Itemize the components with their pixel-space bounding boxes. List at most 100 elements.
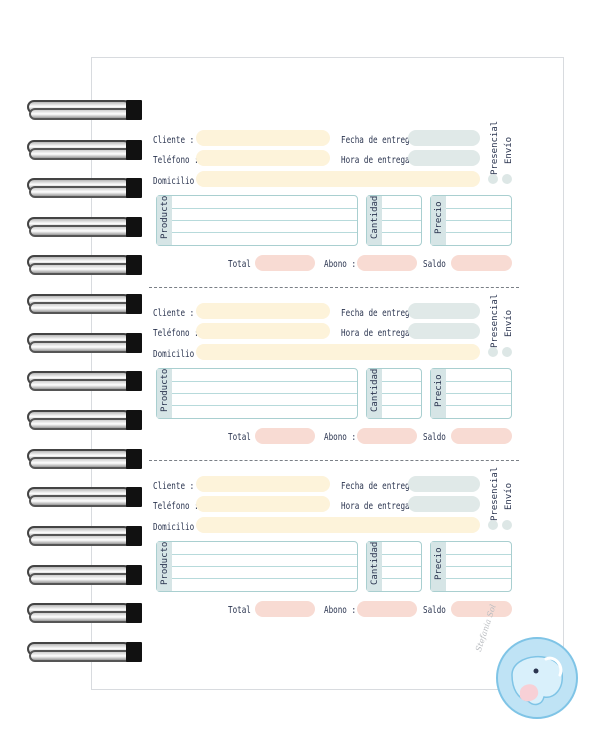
spiral-ring <box>27 333 145 355</box>
table-line <box>446 220 511 221</box>
presencial-label: Presencial <box>490 466 500 521</box>
domicilio-label: Domicilio : <box>153 349 204 360</box>
envio-label: Envío <box>504 309 514 337</box>
envio-label: Envío <box>504 482 514 510</box>
table-line <box>446 208 511 209</box>
telefono-field[interactable] <box>196 150 330 166</box>
saldo-field[interactable] <box>451 428 512 444</box>
domicilio-field[interactable] <box>196 517 480 533</box>
order-section: Cliente : Fecha de entrega Teléfono : Ho… <box>0 346 602 617</box>
ring-hole <box>126 100 142 120</box>
table-line <box>382 578 421 579</box>
table-line <box>382 566 421 567</box>
producto-header <box>157 196 172 245</box>
precio-label: Precio <box>434 547 444 580</box>
table-line <box>172 578 357 579</box>
logo-heart-trunk <box>520 684 539 702</box>
cliente-field[interactable] <box>196 476 330 492</box>
fecha-entrega-field[interactable] <box>408 476 480 492</box>
order-section: Cliente : Fecha de entrega Teléfono : Ho… <box>0 173 602 444</box>
cliente-field[interactable] <box>196 303 330 319</box>
saldo-label: Saldo : <box>423 432 456 443</box>
fecha-entrega-label: Fecha de entrega <box>341 308 415 319</box>
table-line <box>382 208 421 209</box>
table-line <box>172 208 357 209</box>
table-line <box>382 220 421 221</box>
abono-label: Abono : <box>324 259 357 270</box>
ring-wire <box>29 650 133 662</box>
ring-hole <box>126 178 142 198</box>
cliente-field[interactable] <box>196 130 330 146</box>
cliente-label: Cliente : <box>153 481 195 492</box>
total-label: Total : <box>228 432 261 443</box>
domicilio-field[interactable] <box>196 171 480 187</box>
total-field[interactable] <box>255 255 315 271</box>
fecha-entrega-field[interactable] <box>408 130 480 146</box>
abono-label: Abono : <box>324 432 357 443</box>
fecha-entrega-field[interactable] <box>408 303 480 319</box>
spiral-ring <box>27 140 145 162</box>
producto-table: Producto <box>156 195 358 246</box>
abono-label: Abono : <box>324 605 357 616</box>
cantidad-header <box>367 369 382 418</box>
envio-checkbox[interactable] <box>502 174 512 184</box>
total-field[interactable] <box>255 601 315 617</box>
ring-wire <box>29 534 133 546</box>
domicilio-label: Domicilio : <box>153 176 204 187</box>
table-line <box>446 232 511 233</box>
ring-hole <box>126 449 142 469</box>
section-divider <box>149 460 519 461</box>
producto-label: Producto <box>160 541 170 585</box>
spiral-ring <box>27 294 145 316</box>
order-section: Cliente : Fecha de entrega Teléfono : Ho… <box>0 0 602 271</box>
telefono-field[interactable] <box>196 323 330 339</box>
presencial-checkbox[interactable] <box>488 347 498 357</box>
cantidad-table: Cantidad <box>366 195 422 246</box>
table-line <box>446 405 511 406</box>
hora-entrega-field[interactable] <box>408 323 480 339</box>
table-line <box>446 381 511 382</box>
telefono-label: Teléfono : <box>153 328 199 339</box>
spiral-ring <box>27 100 145 122</box>
total-field[interactable] <box>255 428 315 444</box>
abono-field[interactable] <box>357 601 417 617</box>
logo-eye <box>533 668 539 674</box>
cliente-label: Cliente : <box>153 308 195 319</box>
ring-wire <box>29 573 133 585</box>
cantidad-table: Cantidad <box>366 541 422 592</box>
saldo-field[interactable] <box>451 601 512 617</box>
ring-hole <box>126 410 142 430</box>
hora-entrega-field[interactable] <box>408 150 480 166</box>
cliente-label: Cliente : <box>153 135 195 146</box>
table-line <box>446 393 511 394</box>
table-line <box>172 220 357 221</box>
presencial-checkbox[interactable] <box>488 174 498 184</box>
producto-header <box>157 369 172 418</box>
envio-checkbox[interactable] <box>502 347 512 357</box>
envio-label: Envío <box>504 136 514 164</box>
table-line <box>382 381 421 382</box>
ring-hole <box>126 140 142 160</box>
fecha-entrega-label: Fecha de entrega <box>341 481 415 492</box>
elephant-logo <box>496 637 578 719</box>
ring-wire <box>29 611 133 623</box>
producto-table: Producto <box>156 368 358 419</box>
total-label: Total : <box>228 259 261 270</box>
spiral-ring <box>27 217 145 239</box>
envio-checkbox[interactable] <box>502 520 512 530</box>
presencial-checkbox[interactable] <box>488 520 498 530</box>
hora-entrega-field[interactable] <box>408 496 480 512</box>
telefono-label: Teléfono : <box>153 501 199 512</box>
presencial-label: Presencial <box>490 293 500 348</box>
domicilio-field[interactable] <box>196 344 480 360</box>
telefono-field[interactable] <box>196 496 330 512</box>
ring-hole <box>126 255 142 275</box>
logo-ear-highlight <box>544 656 563 677</box>
abono-field[interactable] <box>357 428 417 444</box>
table-line <box>172 232 357 233</box>
abono-field[interactable] <box>357 255 417 271</box>
saldo-field[interactable] <box>451 255 512 271</box>
ring-hole <box>126 526 142 546</box>
precio-table: Precio <box>430 368 512 419</box>
table-line <box>382 232 421 233</box>
